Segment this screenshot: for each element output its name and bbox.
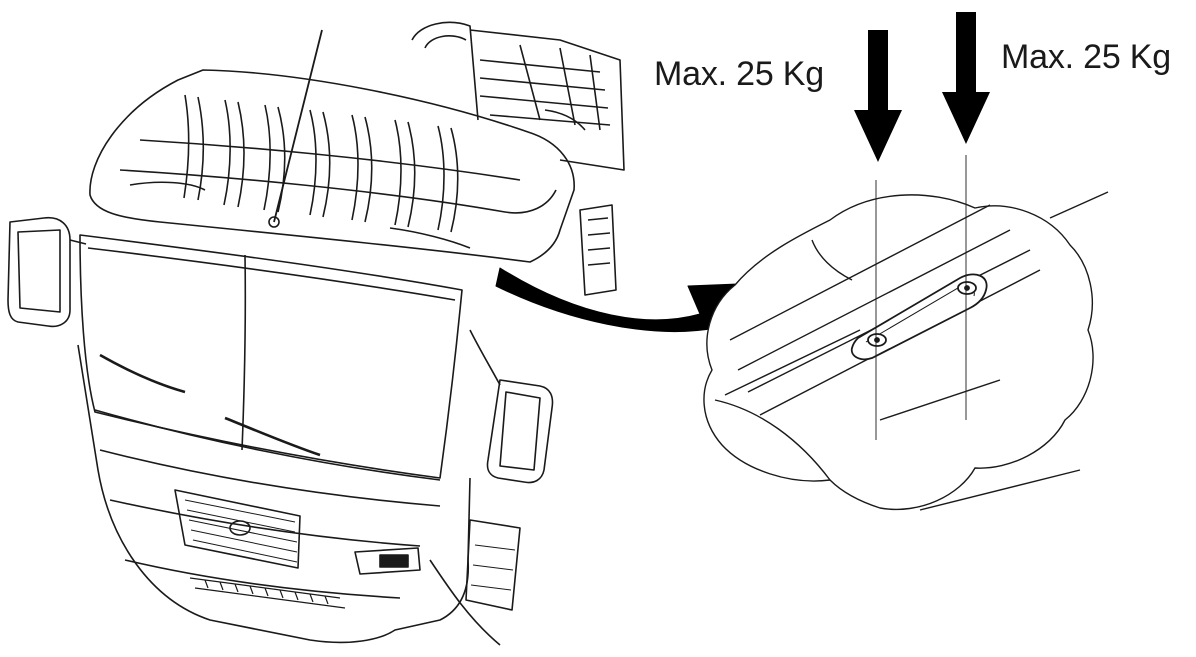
grille <box>174 489 301 569</box>
cab-roof <box>89 69 575 263</box>
right-mirror <box>486 379 554 484</box>
windshield <box>79 234 463 479</box>
antenna <box>273 29 323 223</box>
roof-ribs <box>129 94 471 249</box>
cab-front <box>77 344 471 644</box>
load-limit-label-right: Max. 25 Kg <box>1001 38 1171 76</box>
down-arrow-icon <box>854 30 902 162</box>
headlight <box>354 547 421 575</box>
chassis-frame <box>411 21 625 296</box>
detail-view <box>703 155 1109 511</box>
detail-outline <box>703 194 1094 510</box>
truck-cab <box>7 21 625 646</box>
left-mirror <box>7 216 71 328</box>
load-limit-label-left: Max. 25 Kg <box>654 55 824 93</box>
down-arrow-icon <box>942 12 990 144</box>
bumper-dots <box>189 577 346 609</box>
